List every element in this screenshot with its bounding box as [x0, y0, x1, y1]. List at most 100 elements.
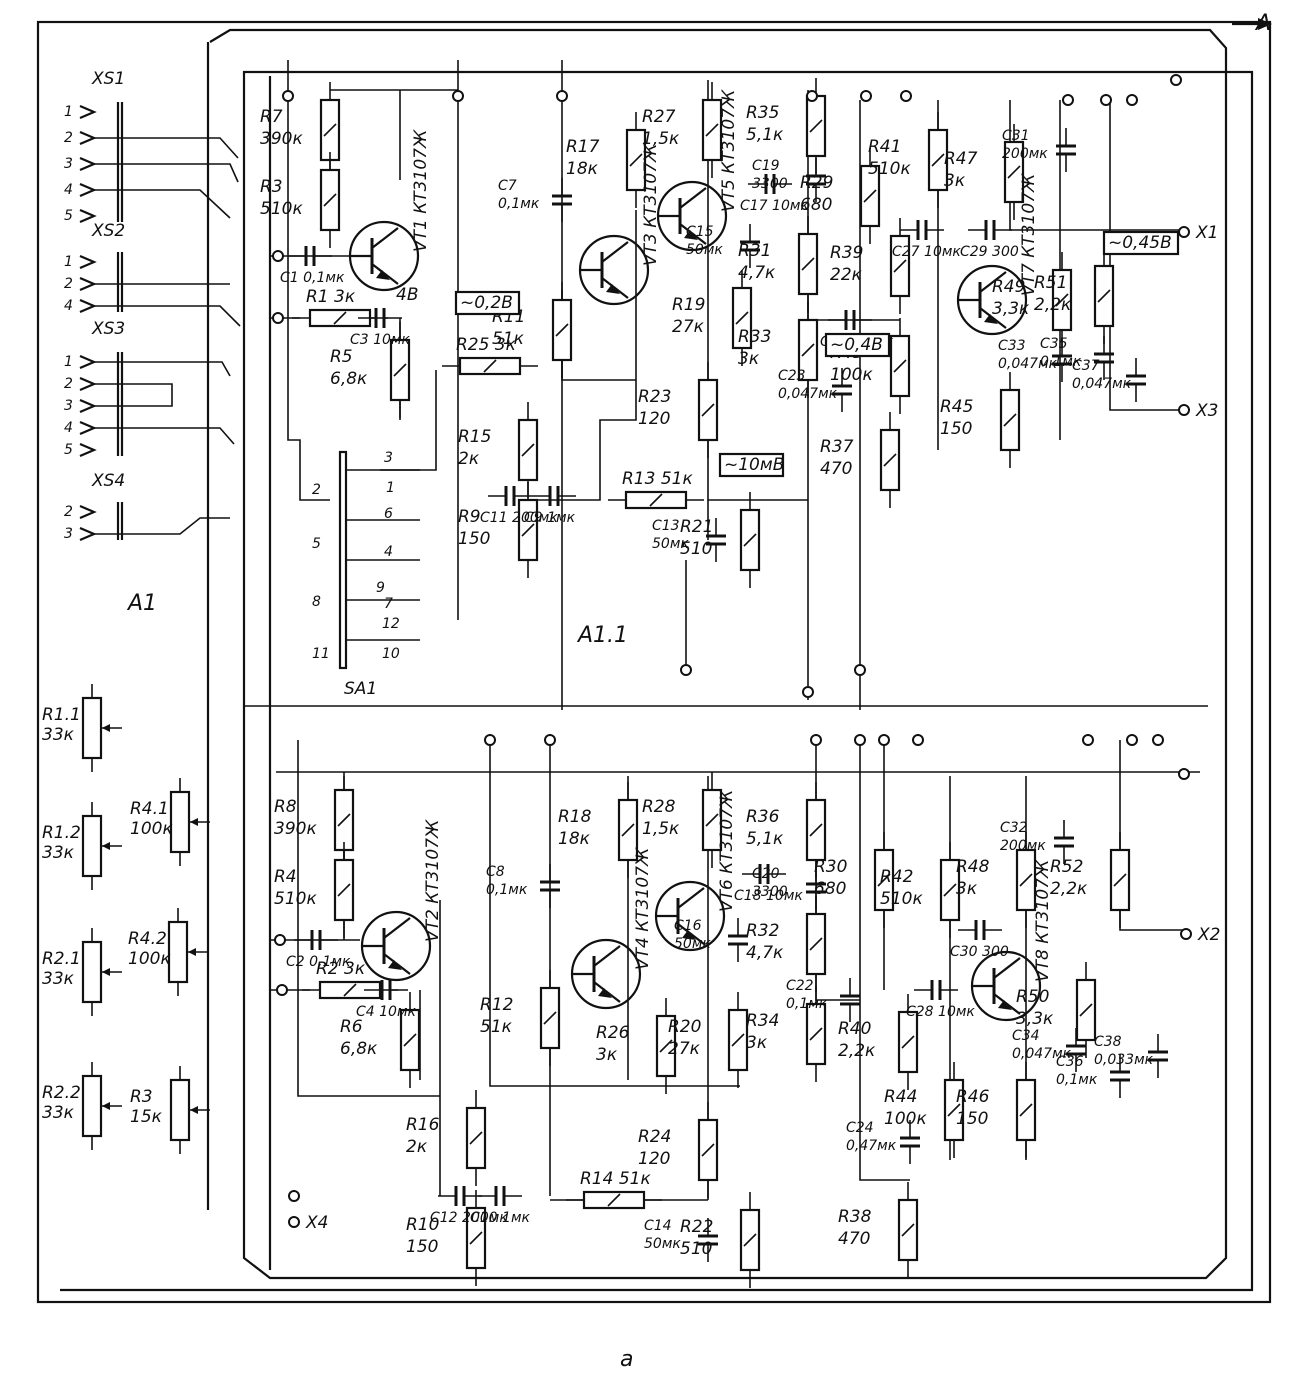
connector-pin: 1	[64, 254, 73, 270]
capacitor-label: C33	[998, 338, 1026, 354]
resistor-value: 27к	[672, 317, 705, 337]
resistor-r13: R13 51к	[608, 469, 704, 510]
switch-contact: 10	[382, 646, 400, 662]
resistor-label: R51	[1034, 273, 1067, 293]
resistor-label: R22	[680, 1217, 713, 1237]
resistor-value: 27к	[668, 1039, 701, 1059]
resistor-value: 510к	[274, 889, 317, 909]
resistor-label: R32	[746, 921, 779, 941]
switch-sa1: SA1 1 2 3 4 5 6 7 8 9 10 11 12	[312, 450, 420, 699]
capacitor-value: 3300	[752, 176, 788, 192]
transistor-vt1: VT1 КТ3107Ж	[348, 129, 431, 292]
resistor-label: R7	[260, 107, 283, 127]
resistor-label: R40	[838, 1019, 871, 1039]
capacitor-label: C35	[1040, 336, 1068, 352]
measurement-label: ~0,2В	[454, 290, 521, 316]
resistor-r2: R2 3к	[302, 959, 398, 1000]
resistor-label: R28	[642, 797, 676, 817]
resistor-value: 18к	[566, 159, 599, 179]
capacitor-c11: C11 200мк	[480, 486, 558, 526]
board-contact	[912, 734, 924, 746]
connector-pin: 5	[64, 442, 73, 458]
board-contact	[1170, 74, 1182, 86]
transistor-vt4: VT4 КТ3107Ж	[570, 847, 653, 1010]
resistor-label: R1 3к	[306, 287, 356, 307]
connector-pin: 3	[64, 526, 73, 542]
capacitor-value: 0,1мк	[1040, 354, 1082, 370]
connector-pin: 4	[64, 182, 73, 198]
switch-contact: 4	[384, 544, 393, 560]
transistor-vt2: VT2 КТ3107Ж	[360, 819, 443, 982]
resistor-value: 22к	[830, 265, 863, 285]
switch-contact: 7	[384, 596, 393, 612]
switch-contact: 11	[312, 646, 330, 662]
resistor-label: R23	[638, 387, 671, 407]
board-contact	[556, 90, 568, 102]
connector-xs2-label: XS2	[91, 221, 125, 241]
capacitor-label: C8	[486, 864, 505, 880]
board-contact	[276, 984, 288, 996]
resistor-label: R12	[480, 995, 513, 1015]
capacitor-value: 50мк	[644, 1236, 681, 1252]
resistor-value: 6,8к	[340, 1039, 378, 1059]
output-connector-label: X1	[1195, 223, 1218, 243]
resistor-value: 510к	[868, 159, 911, 179]
resistor-value: 120	[638, 409, 670, 429]
resistor-label: R21	[680, 517, 713, 537]
capacitor-label: C31	[1002, 128, 1030, 144]
board-contact	[802, 686, 814, 698]
transistor-label: VT5 КТ3107Ж	[719, 89, 739, 212]
switch-contact: 6	[384, 506, 393, 522]
resistor-label: R5	[330, 347, 353, 367]
switch-contact: 2	[312, 482, 321, 498]
resistor-label: R44	[884, 1087, 917, 1107]
capacitor-c8: C80,1мк	[486, 864, 560, 908]
resistor-r6: R66,8к	[340, 992, 421, 1088]
output-connector-label: X3	[1195, 401, 1218, 421]
resistor-value: 3,3к	[992, 299, 1030, 319]
capacitor-value: 50мк	[686, 242, 723, 258]
capacitor-c35: C35 0,1мк	[1040, 336, 1114, 380]
capacitor-c12: C12 200мк	[430, 1186, 508, 1226]
board-contact	[860, 90, 872, 102]
transistor-label: VT6 КТ3107Ж	[717, 789, 737, 912]
resistor-label: R30	[814, 857, 847, 877]
board-contact	[1082, 734, 1094, 746]
potentiometer-label: R2.2	[42, 1083, 81, 1103]
resistor-label: R46	[956, 1087, 990, 1107]
arrow-a-label: A	[1254, 11, 1271, 36]
resistor-label: R10	[406, 1215, 439, 1235]
resistor-label: R3	[260, 177, 283, 197]
capacitor-label: C18 10мк	[734, 888, 803, 904]
measurement-label: ~0,4В	[824, 332, 891, 358]
capacitor-label: C10 1мк	[470, 1210, 531, 1226]
potentiometer-label: R1.2	[42, 823, 81, 843]
resistor-value: 150	[956, 1109, 988, 1129]
capacitor-label: C29 300	[960, 244, 1019, 260]
block-a1-1-label: A1.1	[576, 623, 628, 648]
resistor-r1: R1 3к	[292, 287, 388, 328]
capacitor-value: 0,1мк	[786, 996, 828, 1012]
resistor-r5: R56,8к	[330, 322, 411, 418]
board-contact	[272, 312, 284, 324]
potentiometer-label: R3	[130, 1087, 153, 1107]
potentiometer-label: R4.1	[130, 799, 169, 819]
